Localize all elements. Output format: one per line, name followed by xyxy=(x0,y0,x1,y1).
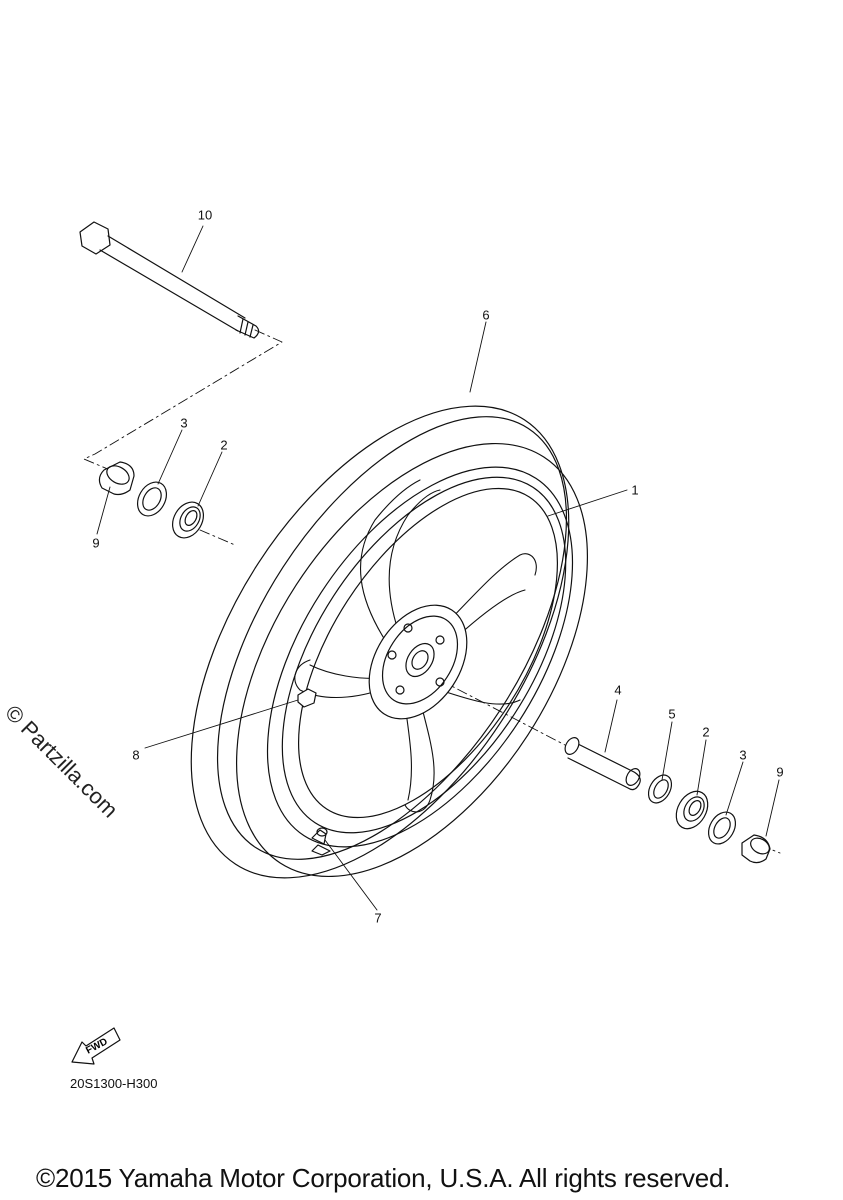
callout-10: 10 xyxy=(197,207,213,223)
bearing-left-part xyxy=(171,501,205,539)
diagram-reference-code: 20S1300-H300 xyxy=(70,1076,158,1091)
valve-part xyxy=(311,827,331,856)
callout-2-right: 2 xyxy=(702,724,710,740)
collar-left-part xyxy=(98,461,135,496)
callout-1: 1 xyxy=(631,482,639,498)
oil-seal-right-part xyxy=(707,811,737,845)
axle-part xyxy=(79,221,260,339)
callout-2-left: 2 xyxy=(220,437,228,453)
copyright-notice: ©2015 Yamaha Motor Corporation, U.S.A. A… xyxy=(36,1163,731,1193)
balance-weight-part xyxy=(297,688,317,708)
circlip-part xyxy=(647,774,673,804)
callout-5: 5 xyxy=(668,706,676,722)
callout-3-left: 3 xyxy=(180,415,188,431)
callout-4: 4 xyxy=(614,682,622,698)
oil-seal-left-part xyxy=(136,481,168,517)
wheel-hub xyxy=(368,604,468,720)
fwd-arrow-icon xyxy=(71,1027,121,1065)
axle-centerline xyxy=(83,329,781,854)
rim-part xyxy=(266,466,574,848)
tire-part xyxy=(190,405,589,879)
callout-8: 8 xyxy=(132,747,140,763)
callout-7: 7 xyxy=(374,910,382,926)
callout-9-left: 9 xyxy=(92,535,100,551)
leader-lines xyxy=(96,225,780,911)
callout-6: 6 xyxy=(482,307,490,323)
callout-9-right: 9 xyxy=(776,764,784,780)
callout-3-right: 3 xyxy=(739,747,747,763)
bearing-right-part xyxy=(675,790,709,830)
collar-right-part xyxy=(741,834,771,864)
spacer-part xyxy=(564,737,641,791)
